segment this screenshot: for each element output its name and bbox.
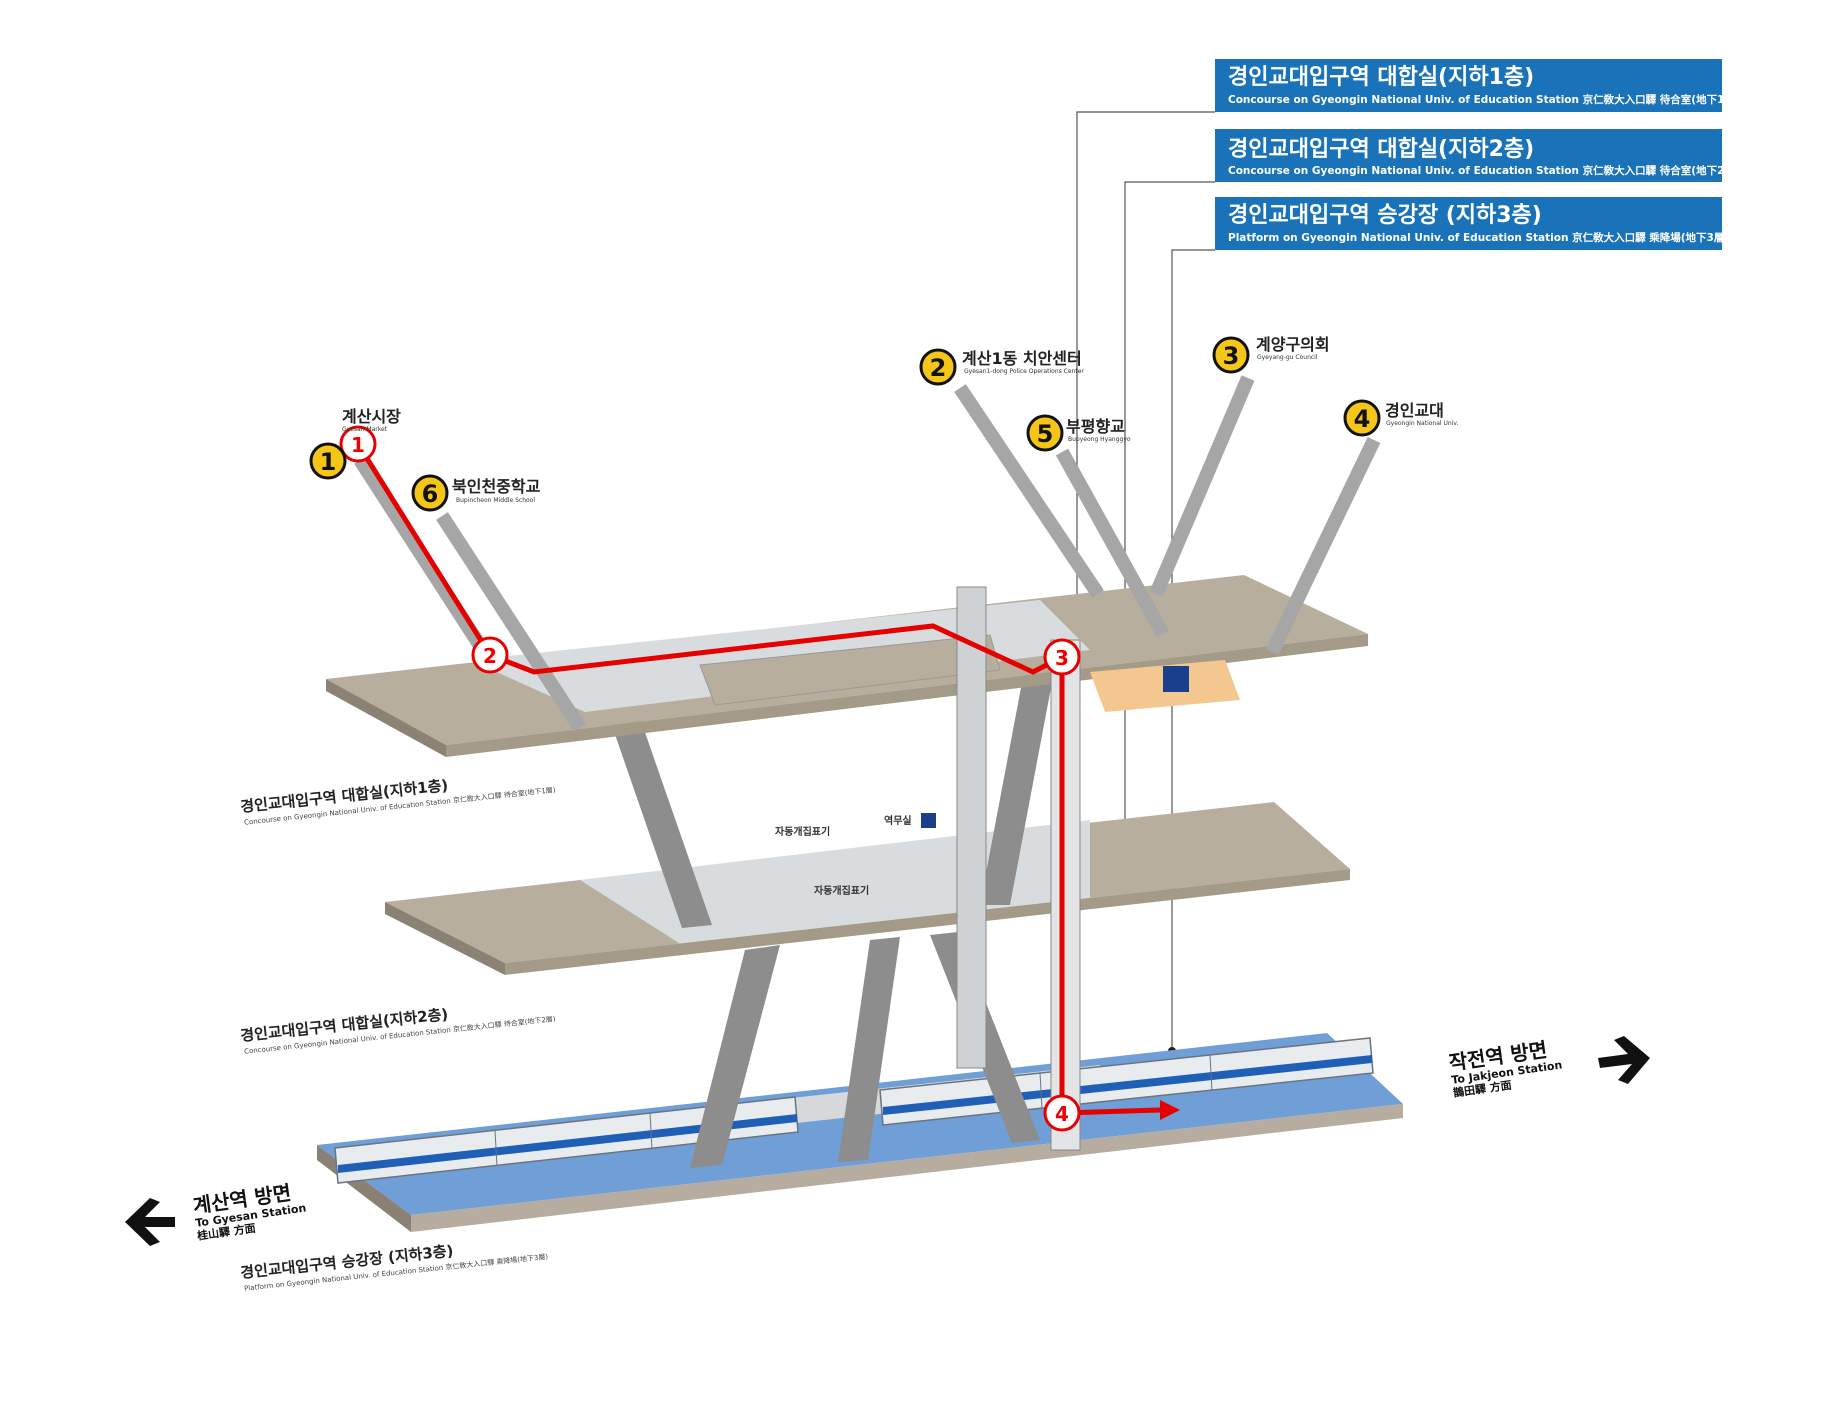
exit-1-english: Gyesan Market bbox=[342, 426, 388, 433]
route-step-3-label: 3 bbox=[1055, 646, 1069, 670]
exit-2-number: 2 bbox=[930, 354, 947, 382]
direction-left: 계산역 방면 To Gyesan Station 桂山驛 方面 bbox=[125, 1180, 307, 1246]
route-step-1-label: 1 bbox=[351, 433, 365, 457]
concourse-b1 bbox=[326, 575, 1368, 757]
arrow-right-icon bbox=[1598, 1036, 1650, 1084]
legend-b1: 경인교대입구역 대합실(지하1층) Concourse on Gyeongin … bbox=[1215, 59, 1740, 112]
exit-stairs bbox=[354, 375, 1381, 732]
route-marker-3: 3 bbox=[1043, 638, 1081, 676]
station-office-label: 역무실 bbox=[884, 814, 912, 827]
ticket-gate-label-1: 자동개집표기 bbox=[775, 825, 830, 838]
exit-5-english: Bupyeong Hyanggyo bbox=[1068, 436, 1131, 443]
exit-2-name: 계산1동 치안센터 bbox=[962, 349, 1082, 368]
ticket-gate-label-2: 자동개집표기 bbox=[814, 884, 869, 897]
legend-b2-subtitle: Concourse on Gyeongin National Univ. of … bbox=[1228, 164, 1740, 177]
exit-3-english: Gyeyang-gu Council bbox=[1257, 354, 1318, 361]
legend-b3-subtitle: Platform on Gyeongin National Univ. of E… bbox=[1228, 231, 1729, 244]
train-left bbox=[334, 1096, 799, 1184]
exit-5-name: 부평향교 bbox=[1066, 417, 1125, 436]
exit-6-name: 북인천중학교 bbox=[452, 477, 541, 496]
legend-b2-title: 경인교대입구역 대합실(지하2층) bbox=[1228, 136, 1534, 162]
legend-b3: 경인교대입구역 승강장 (지하3층) Platform on Gyeongin … bbox=[1215, 197, 1729, 250]
legend-b2: 경인교대입구역 대합실(지하2층) Concourse on Gyeongin … bbox=[1215, 129, 1740, 182]
legend-b1-title: 경인교대입구역 대합실(지하1층) bbox=[1228, 64, 1534, 90]
exit-3-number: 3 bbox=[1223, 342, 1240, 370]
floor-label-b2: 경인교대입구역 대합실(지하2층) Concourse on Gyeongin … bbox=[240, 1005, 557, 1055]
arrow-left-icon bbox=[125, 1198, 175, 1246]
exit-3: 3 계양구의회 Gyeyang-gu Council bbox=[1212, 335, 1330, 374]
floor-label-b3: 경인교대입구역 승강장 (지하3층) Platform on Gyeongin … bbox=[240, 1242, 549, 1293]
exit-4-number: 4 bbox=[1354, 405, 1371, 433]
exit-6-number: 6 bbox=[422, 480, 439, 508]
route-step-4-label: 4 bbox=[1055, 1102, 1069, 1126]
floor-label-b1: 경인교대입구역 대합실(지하1층) Concourse on Gyeongin … bbox=[240, 776, 557, 826]
route-step-2-label: 2 bbox=[483, 644, 497, 668]
exit-2-english: Gyesan1-dong Police Operations Center bbox=[964, 368, 1084, 375]
restroom-icon bbox=[1163, 666, 1189, 692]
exit-1-name: 계산시장 bbox=[342, 407, 401, 426]
legend-b3-title: 경인교대입구역 승강장 (지하3층) bbox=[1228, 203, 1542, 228]
station-office-icon bbox=[921, 813, 936, 828]
route-marker-4: 4 bbox=[1043, 1094, 1081, 1132]
exit-3-name: 계양구의회 bbox=[1256, 335, 1330, 354]
stair-column bbox=[1050, 639, 1081, 1151]
route-marker-2: 2 bbox=[471, 636, 509, 674]
exit-4-name: 경인교대 bbox=[1385, 401, 1444, 420]
elevator-shaft bbox=[956, 586, 987, 1069]
exit-5-number: 5 bbox=[1037, 420, 1054, 448]
route-marker-1: 1 bbox=[339, 425, 377, 463]
exit-1-number: 1 bbox=[320, 448, 337, 476]
exit-4-english: Gyeongin National Univ. bbox=[1386, 420, 1458, 427]
legend-b1-subtitle: Concourse on Gyeongin National Univ. of … bbox=[1228, 93, 1740, 106]
exit-2: 2 계산1동 치안센터 Gyesan1-dong Police Operatio… bbox=[919, 348, 1084, 386]
exit-6: 6 북인천중학교 Bupincheon Middle School bbox=[411, 474, 541, 512]
exit-6-english: Bupincheon Middle School bbox=[456, 497, 535, 504]
exit-5: 5 부평향교 Bupyeong Hyanggyo bbox=[1026, 414, 1131, 452]
exit-1: 1 계산시장 Gyesan Market bbox=[309, 407, 401, 480]
exit-4: 4 경인교대 Gyeongin National Univ. bbox=[1343, 399, 1458, 437]
direction-right: 작전역 방면 To Jakjeon Station 鵲田驛 方面 bbox=[1447, 1036, 1650, 1100]
